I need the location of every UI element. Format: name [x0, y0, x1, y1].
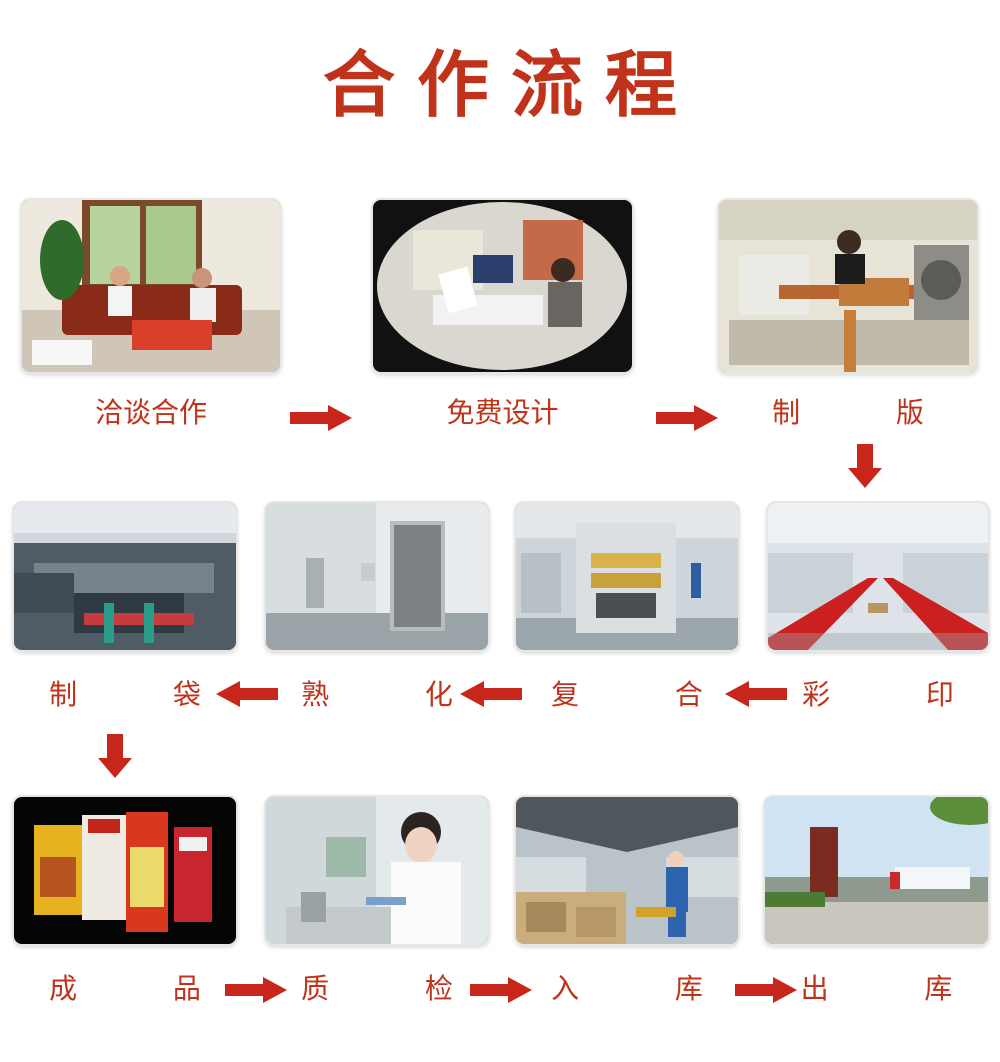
inspection-photo — [266, 797, 488, 944]
warehouse-in-photo — [516, 797, 738, 944]
arrow-left-icon — [725, 681, 787, 707]
step-label-bagmaking: 制 袋 — [49, 678, 227, 711]
step-label-inspection: 质 检 — [301, 972, 479, 1005]
printing-photo — [768, 503, 988, 650]
platemaking-photo — [719, 200, 977, 372]
curing-photo — [266, 503, 488, 650]
step-label-printing: 彩 印 — [802, 678, 980, 711]
arrow-down-icon — [98, 734, 132, 778]
arrow-right-icon — [656, 405, 718, 431]
products-photo — [14, 797, 236, 944]
shipping-photo — [765, 797, 988, 944]
design-photo — [373, 200, 632, 372]
arrow-down-icon — [848, 444, 882, 488]
arrow-left-icon — [460, 681, 522, 707]
meeting-photo — [22, 200, 280, 372]
bagmaking-photo — [14, 503, 236, 650]
step-label-shipping: 出 库 — [800, 972, 979, 1005]
page-title: 合作流程 — [322, 42, 699, 127]
laminating-photo — [516, 503, 738, 650]
arrow-left-icon — [216, 681, 278, 707]
step-label-products: 成 品 — [49, 972, 227, 1005]
step-label-negotiation: 洽谈合作 — [94, 396, 207, 429]
arrow-right-icon — [470, 977, 532, 1003]
step-label-free-design: 免费设计 — [446, 396, 559, 429]
arrow-right-icon — [290, 405, 352, 431]
arrow-right-icon — [225, 977, 287, 1003]
step-label-laminating: 复 合 — [551, 678, 729, 711]
step-label-platemaking: 制 版 — [772, 396, 950, 429]
step-label-warehouse-in: 入 库 — [551, 972, 729, 1005]
step-label-curing: 熟 化 — [301, 678, 479, 711]
arrow-right-icon — [735, 977, 797, 1003]
